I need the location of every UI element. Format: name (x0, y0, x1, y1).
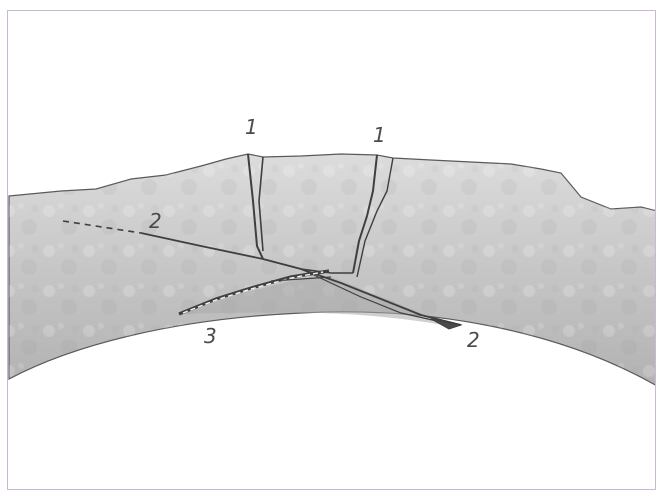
diagram-frame: 1 1 2 2 3 (7, 10, 656, 490)
vault-section-diagram: 1 1 2 2 3 (8, 11, 656, 490)
label-crack-2-right: 2 (467, 328, 480, 352)
label-crack-1-left: 1 (245, 115, 258, 139)
stone-texture (9, 154, 656, 386)
label-crack-2-left: 2 (149, 209, 162, 233)
label-crack-3: 3 (204, 324, 217, 348)
label-crack-1-right: 1 (373, 123, 386, 147)
